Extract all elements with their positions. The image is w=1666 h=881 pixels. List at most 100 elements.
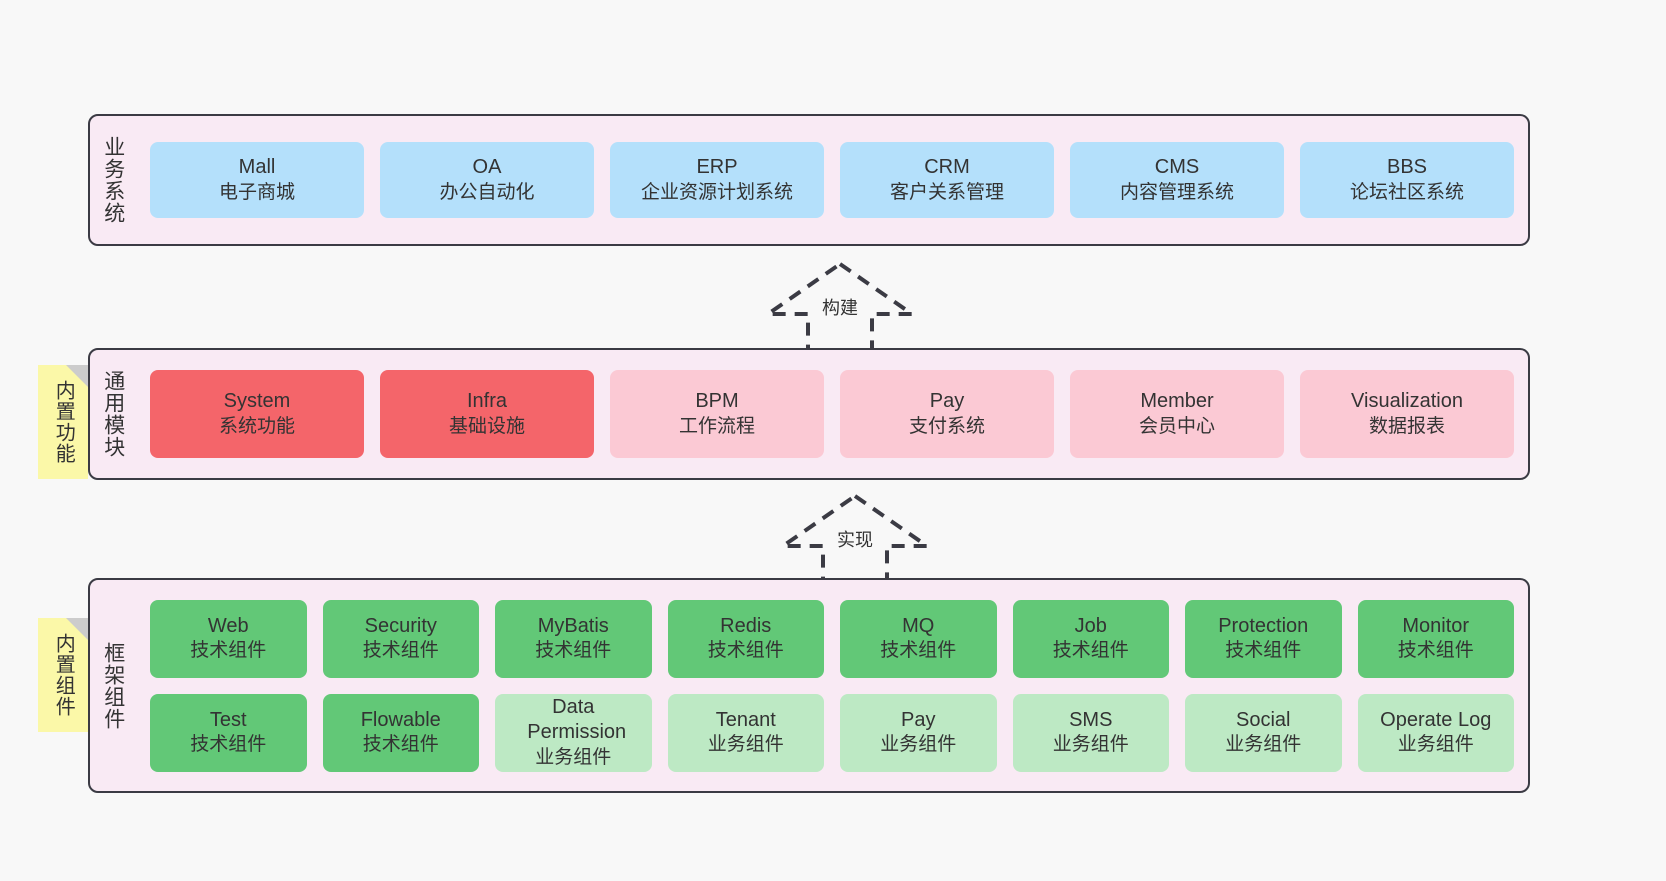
card-subtitle: 会员中心	[1138, 415, 1215, 437]
card-title: CMS	[1154, 156, 1200, 179]
note-builtin-features: 内置功能	[38, 365, 88, 479]
card-subtitle: 系统功能	[218, 415, 295, 437]
card-subtitle: 支付系统	[908, 415, 985, 437]
card-operate-log[interactable]: Operate Log 业务组件	[1357, 693, 1514, 772]
layer-title-common-modules: 通用模块	[101, 370, 125, 458]
layer-title-business-systems: 业务系统	[101, 136, 125, 224]
card-web[interactable]: Web 技术组件	[150, 599, 307, 678]
card-redis[interactable]: Redis 技术组件	[667, 599, 824, 678]
card-crm[interactable]: CRM 客户关系管理	[840, 142, 1054, 218]
card-title: Test	[209, 708, 247, 731]
layer-body-common-modules: System 系统功能 Infra 基础设施 BPM 工作流程 Pay 支付系统…	[136, 350, 1528, 478]
arrow-label: 构建	[822, 298, 858, 318]
arrow-build: 构建	[760, 258, 920, 354]
card-subtitle: 技术组件	[707, 640, 784, 662]
card-title: Infra	[466, 390, 508, 413]
card-security[interactable]: Security 技术组件	[322, 599, 479, 678]
card-title: Member	[1140, 390, 1214, 413]
card-subtitle: 企业资源计划系统	[640, 181, 793, 203]
card-subtitle: 技术组件	[1052, 640, 1129, 662]
card-protection[interactable]: Protection 技术组件	[1185, 599, 1342, 678]
card-subtitle: 电子商城	[218, 181, 295, 203]
card-mybatis[interactable]: MyBatis 技术组件	[495, 599, 652, 678]
arrow-shape	[776, 493, 934, 584]
card-subtitle: 技术组件	[1225, 640, 1302, 662]
card-mall[interactable]: Mall 电子商城	[150, 142, 364, 218]
card-subtitle: 业务组件	[1052, 734, 1129, 756]
card-subtitle: 办公自动化	[439, 181, 535, 203]
arrow-label: 实现	[837, 530, 873, 550]
card-title: Protection	[1218, 614, 1309, 637]
card-tenant[interactable]: Tenant 业务组件	[667, 693, 824, 772]
card-erp[interactable]: ERP 企业资源计划系统	[610, 142, 824, 218]
card-subtitle: 内容管理系统	[1119, 181, 1234, 203]
card-subtitle: 业务组件	[535, 746, 612, 768]
note-builtin-components: 内置组件	[38, 618, 88, 732]
card-data-permission[interactable]: Data Permission 业务组件	[495, 693, 652, 772]
card-mq[interactable]: MQ 技术组件	[840, 599, 997, 678]
card-visualization[interactable]: Visualization 数据报表	[1300, 370, 1514, 458]
card-monitor[interactable]: Monitor 技术组件	[1357, 599, 1514, 678]
card-subtitle: 技术组件	[535, 640, 612, 662]
card-row: System 系统功能 Infra 基础设施 BPM 工作流程 Pay 支付系统…	[150, 370, 1514, 458]
card-title: Data Permission	[527, 695, 627, 744]
card-bbs[interactable]: BBS 论坛社区系统	[1300, 142, 1514, 218]
layer-framework-components: 框架组件 Web 技术组件 Security 技术组件 MyBatis 技术组件…	[88, 578, 1530, 793]
card-title: Job	[1074, 614, 1107, 637]
card-row: Test 技术组件 Flowable 技术组件 Data Permission …	[150, 693, 1514, 772]
card-subtitle: 技术组件	[880, 640, 957, 662]
card-subtitle: 业务组件	[707, 734, 784, 756]
card-subtitle: 技术组件	[362, 734, 439, 756]
card-title: OA	[472, 156, 502, 179]
card-title: Pay	[901, 708, 936, 731]
card-title: BPM	[695, 390, 739, 413]
card-sms[interactable]: SMS 业务组件	[1012, 693, 1169, 772]
card-subtitle: 数据报表	[1368, 415, 1445, 437]
card-pay-component[interactable]: Pay 业务组件	[840, 693, 997, 772]
layer-body-framework-components: Web 技术组件 Security 技术组件 MyBatis 技术组件 Redi…	[136, 580, 1528, 791]
note-label: 内置组件	[52, 633, 75, 717]
card-title: System	[223, 390, 291, 413]
card-title: Flowable	[360, 708, 441, 731]
card-flowable[interactable]: Flowable 技术组件	[322, 693, 479, 772]
layer-title-framework-components: 框架组件	[101, 641, 125, 730]
card-title: Security	[364, 614, 437, 637]
card-title: Visualization	[1351, 390, 1463, 413]
arrow-shape	[761, 261, 919, 352]
card-social[interactable]: Social 业务组件	[1185, 693, 1342, 772]
card-subtitle: 业务组件	[1225, 734, 1302, 756]
card-title: Pay	[929, 390, 965, 413]
card-subtitle: 基础设施	[448, 415, 525, 437]
card-title: Operate Log	[1380, 708, 1492, 731]
layer-common-modules: 通用模块 System 系统功能 Infra 基础设施 BPM 工作流程 Pay…	[88, 348, 1530, 480]
card-pay[interactable]: Pay 支付系统	[840, 370, 1054, 458]
card-title: Social	[1236, 708, 1291, 731]
card-row: Mall 电子商城 OA 办公自动化 ERP 企业资源计划系统 CRM 客户关系…	[150, 142, 1514, 218]
card-title: Mall	[238, 156, 276, 179]
card-subtitle: 业务组件	[1397, 734, 1474, 756]
layer-business-systems: 业务系统 Mall 电子商城 OA 办公自动化 ERP 企业资源计划系统 CRM…	[88, 114, 1530, 246]
card-member[interactable]: Member 会员中心	[1070, 370, 1284, 458]
card-title: CRM	[924, 156, 970, 179]
card-infra[interactable]: Infra 基础设施	[380, 370, 594, 458]
layer-body-business-systems: Mall 电子商城 OA 办公自动化 ERP 企业资源计划系统 CRM 客户关系…	[136, 116, 1528, 244]
card-subtitle: 业务组件	[880, 734, 957, 756]
card-title: MQ	[902, 614, 935, 637]
card-system[interactable]: System 系统功能	[150, 370, 364, 458]
card-oa[interactable]: OA 办公自动化	[380, 142, 594, 218]
note-label: 内置功能	[52, 380, 75, 464]
card-title: BBS	[1386, 156, 1428, 179]
card-subtitle: 工作流程	[678, 415, 755, 437]
card-cms[interactable]: CMS 内容管理系统	[1070, 142, 1284, 218]
card-test[interactable]: Test 技术组件	[150, 693, 307, 772]
card-subtitle: 技术组件	[1397, 640, 1474, 662]
card-subtitle: 技术组件	[362, 640, 439, 662]
card-job[interactable]: Job 技术组件	[1012, 599, 1169, 678]
card-bpm[interactable]: BPM 工作流程	[610, 370, 824, 458]
card-title: Web	[207, 614, 249, 637]
card-title: SMS	[1069, 708, 1113, 731]
arrow-implement: 实现	[775, 490, 935, 586]
card-subtitle: 客户关系管理	[889, 181, 1004, 203]
card-title: MyBatis	[537, 614, 609, 637]
